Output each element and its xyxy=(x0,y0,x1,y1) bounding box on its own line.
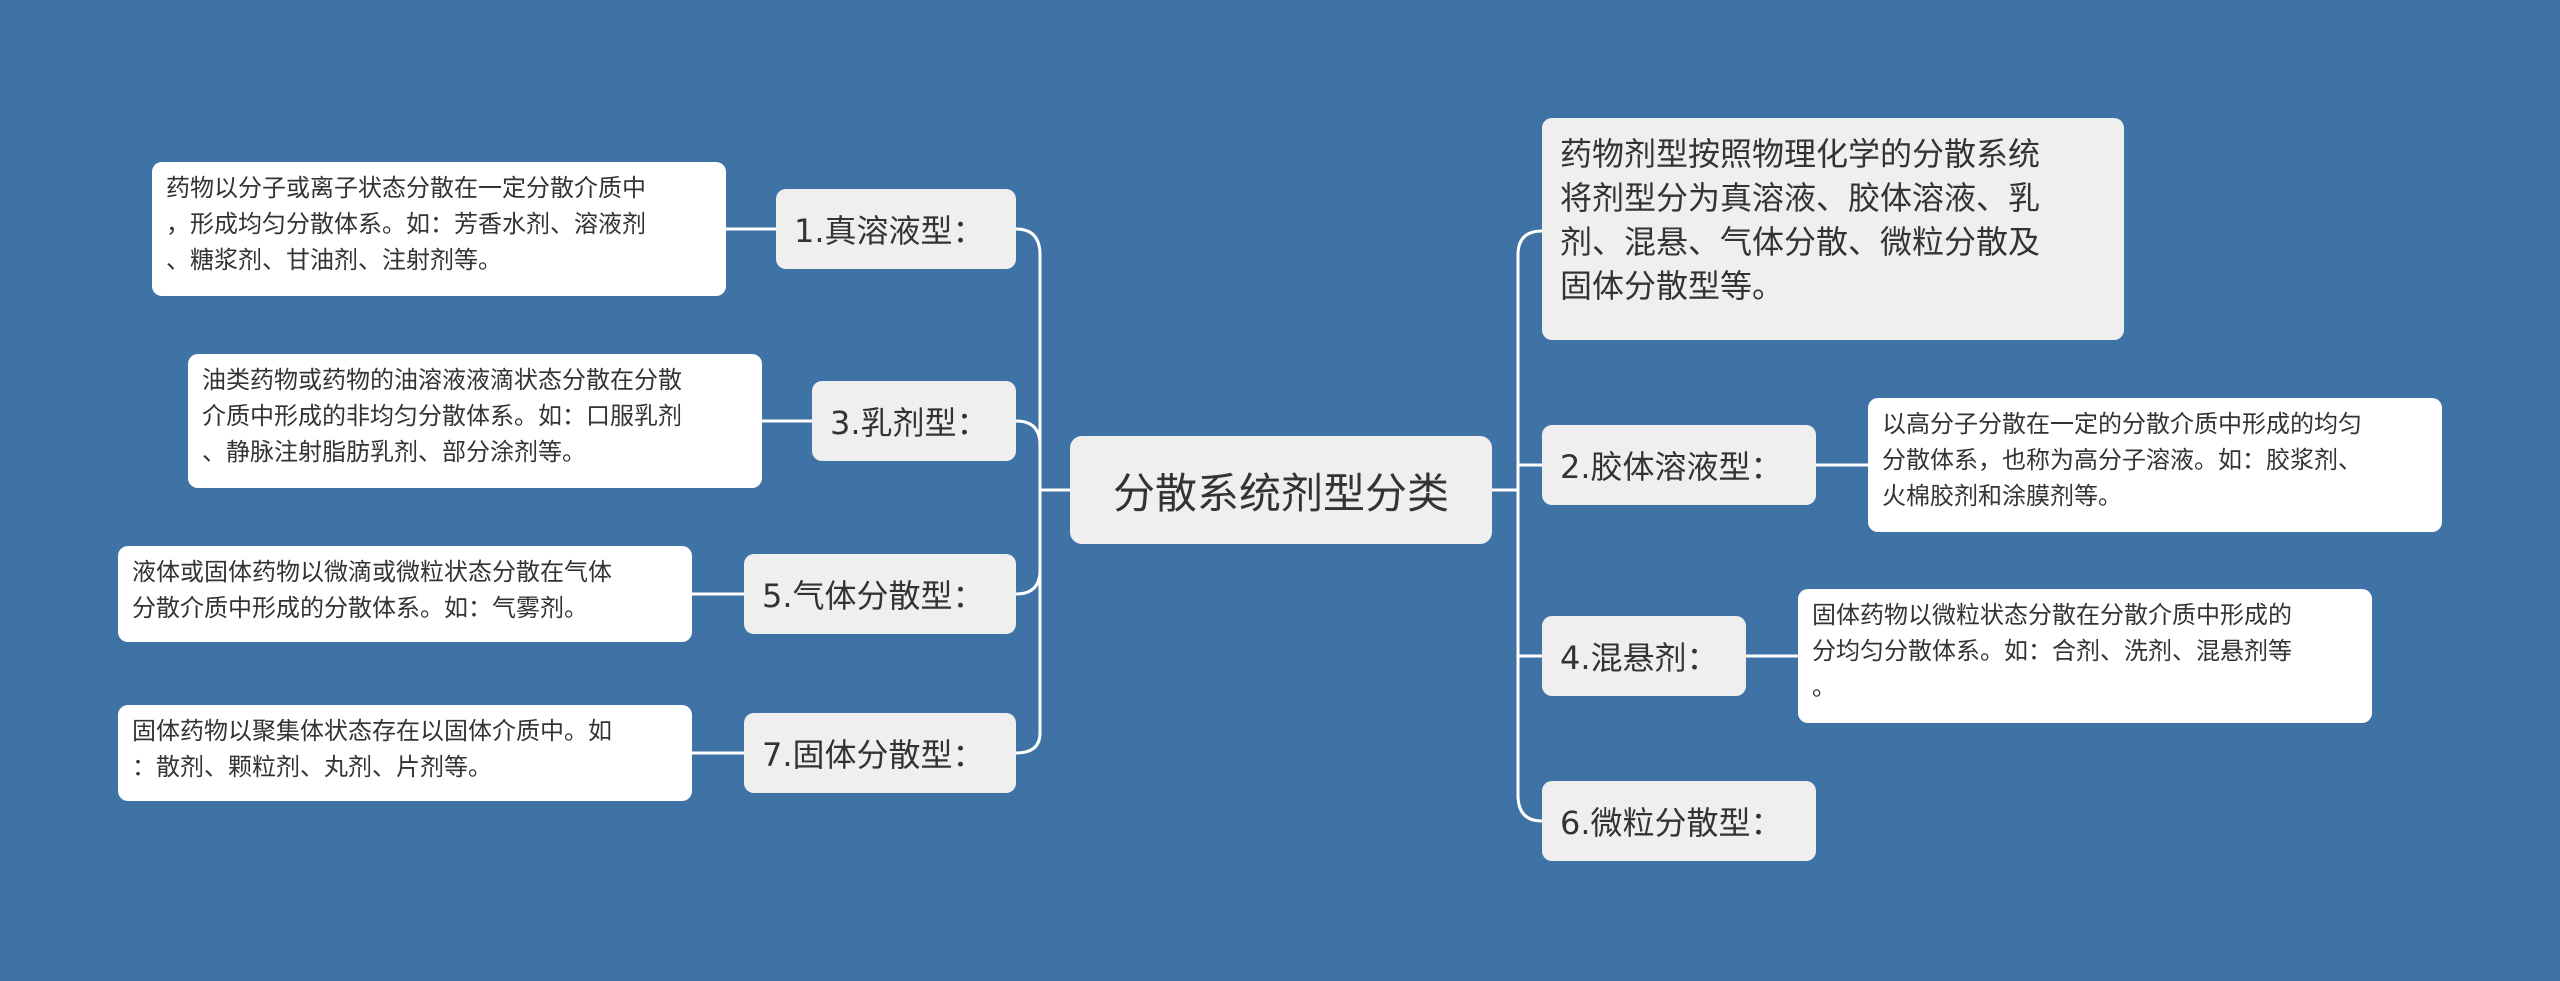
branch-colloid-solution[interactable]: 2.胶体溶液型： xyxy=(1542,425,1816,505)
connector-left-7 xyxy=(1014,731,1042,755)
connector-left-5 xyxy=(1014,488,1042,596)
connector-left-3 xyxy=(1014,419,1042,447)
branch-true-solution[interactable]: 1.真溶液型： xyxy=(776,189,1016,269)
branch-emulsion[interactable]: 3.乳剂型： xyxy=(812,381,1016,461)
branch-suspension[interactable]: 4.混悬剂： xyxy=(1542,616,1746,696)
connector-right-6 xyxy=(1516,793,1544,823)
leaf-colloid-solution-detail[interactable]: 以高分子分散在一定的分散介质中形成的均匀 分散体系，也称为高分子溶液。如：胶浆剂… xyxy=(1868,398,2442,532)
branch-microparticle-dispersion[interactable]: 6.微粒分散型： xyxy=(1542,781,1816,861)
branch-classification-description[interactable]: 药物剂型按照物理化学的分散系统 将剂型分为真溶液、胶体溶液、乳 剂、混悬、气体分… xyxy=(1542,118,2124,340)
connector-right-desc xyxy=(1516,229,1544,257)
leaf-gas-dispersion-detail[interactable]: 液体或固体药物以微滴或微粒状态分散在气体 分散介质中形成的分散体系。如：气雾剂。 xyxy=(118,546,692,642)
leaf-solid-dispersion-detail[interactable]: 固体药物以聚集体状态存在以固体介质中。如 ：散剂、颗粒剂、丸剂、片剂等。 xyxy=(118,705,692,801)
connector-left-1 xyxy=(1014,227,1042,257)
root-topic[interactable]: 分散系统剂型分类 xyxy=(1070,436,1492,544)
leaf-true-solution-detail[interactable]: 药物以分子或离子状态分散在一定分散介质中 ，形成均匀分散体系。如：芳香水剂、溶液… xyxy=(152,162,726,296)
leaf-emulsion-detail[interactable]: 油类药物或药物的油溶液液滴状态分散在分散 介质中形成的非均匀分散体系。如：口服乳… xyxy=(188,354,762,488)
branch-gas-dispersion[interactable]: 5.气体分散型： xyxy=(744,554,1016,634)
branch-solid-dispersion[interactable]: 7.固体分散型： xyxy=(744,713,1016,793)
leaf-suspension-detail[interactable]: 固体药物以微粒状态分散在分散介质中形成的 分均匀分散体系。如：合剂、洗剂、混悬剂… xyxy=(1798,589,2372,723)
